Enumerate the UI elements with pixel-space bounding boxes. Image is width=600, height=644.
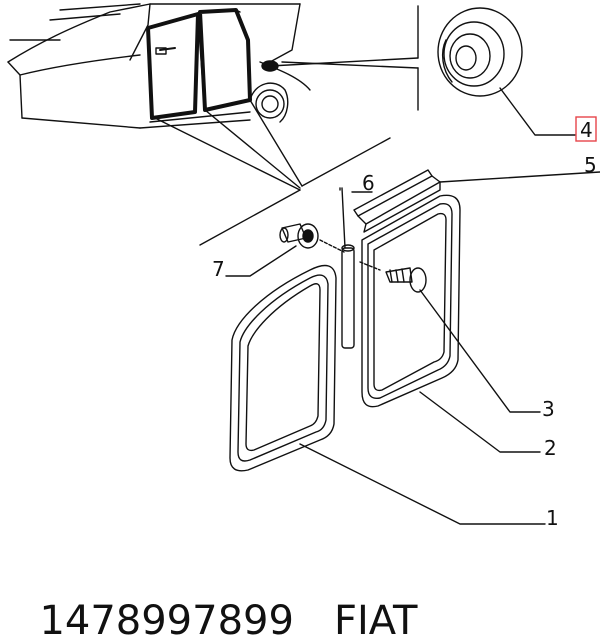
part-7-bolt <box>225 223 345 277</box>
part-6-strip <box>339 187 355 349</box>
brand-name: FIAT <box>333 598 418 644</box>
part-5-rail <box>353 169 600 233</box>
part-1-front-seal <box>229 264 546 525</box>
exploded-parts-diagram: 1 2 3 4 5 6 7 <box>7 3 600 530</box>
callout-3: 3 <box>542 397 555 421</box>
callout-6: 6 <box>362 171 375 195</box>
callout-5: 5 <box>584 153 597 177</box>
part-caption: 1478997899 FIAT <box>14 552 417 644</box>
leader-lines <box>154 5 419 246</box>
part-4-grommet <box>437 7 576 136</box>
callout-2: 2 <box>544 436 557 460</box>
vehicle-sketch <box>7 3 311 129</box>
part-2-rear-seal <box>361 194 541 453</box>
callout-4: 4 <box>580 118 593 142</box>
callout-1: 1 <box>546 506 559 530</box>
callout-4-highlight-box <box>575 116 597 142</box>
callout-labels: 1 2 3 4 5 6 7 <box>212 116 597 530</box>
part-number: 1478997899 <box>39 598 294 644</box>
callout-7: 7 <box>212 257 225 281</box>
